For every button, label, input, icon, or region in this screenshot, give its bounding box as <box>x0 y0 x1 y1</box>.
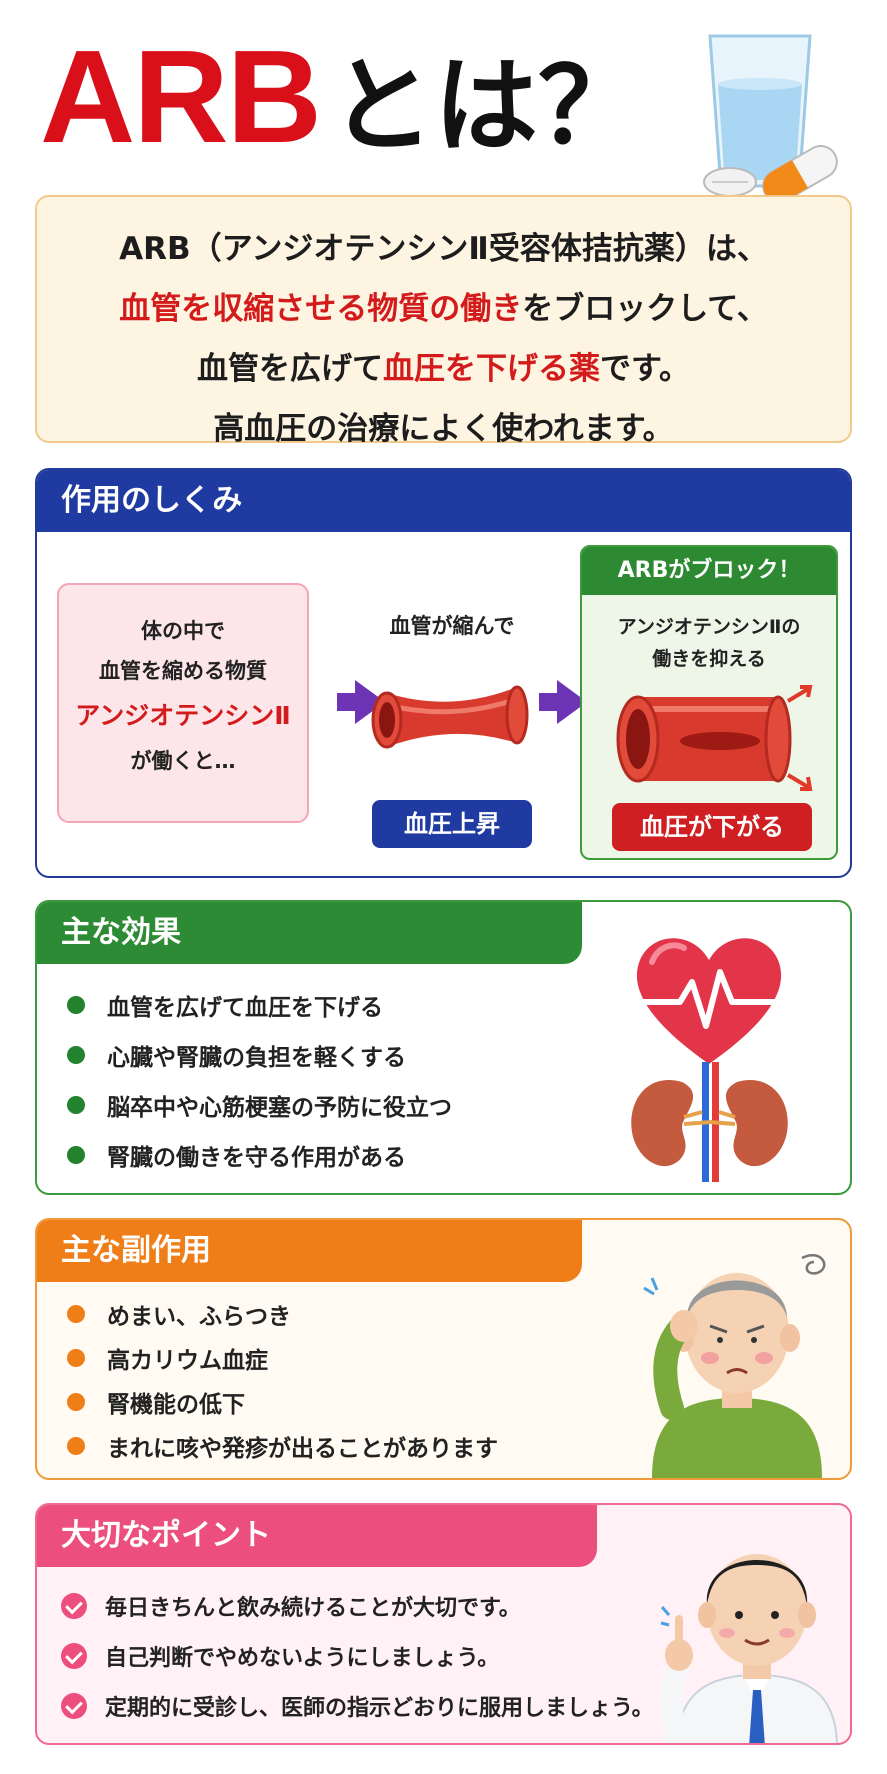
mechanism-section: 作用のしくみ 体の中で 血管を縮める物質 アンジオテンシンⅡ が働くと… 血管が… <box>35 468 852 878</box>
angiotensin-line-1: 体の中で <box>141 619 225 643</box>
arb-block-heading: ARBがブロック！ <box>582 547 836 595</box>
list-item: 自己判断でやめないようにしましょう。 <box>61 1631 654 1681</box>
list-item-text: まれに咳や発疹が出ることがあります <box>107 1436 498 1462</box>
intro-highlight-1: 血管を収縮させる物質の働き <box>119 291 523 327</box>
side-effects-section: 主な副作用 めまい、ふらつき 高カリウム血症 腎機能の低下 まれに咳や発疹が出る… <box>35 1218 852 1480</box>
list-item-text: 腎機能の低下 <box>107 1392 245 1418</box>
bullet-icon <box>67 1046 85 1064</box>
list-item-text: めまい、ふらつき <box>107 1304 291 1330</box>
list-item-text: 心臓や腎臓の負担を軽くする <box>107 1045 406 1071</box>
list-item: まれに咳や発疹が出ることがあります <box>67 1424 498 1468</box>
list-item: 腎機能の低下 <box>67 1380 498 1424</box>
list-item: 血管を広げて血圧を下げる <box>67 980 452 1030</box>
title-rest: とは？ <box>329 45 642 167</box>
list-item: 腎臓の働きを守る作用がある <box>67 1130 452 1180</box>
bp-rise-badge: 血圧上昇 <box>372 800 532 848</box>
intro-line-3-b: です。 <box>600 351 690 387</box>
points-list: 毎日きちんと飲み続けることが大切です。 自己判断でやめないようにしましょう。 定… <box>61 1581 654 1731</box>
intro-line-2-rest: をブロックして、 <box>522 291 768 327</box>
angiotensin-box: 体の中で 血管を縮める物質 アンジオテンシンⅡ が働くと… <box>57 583 309 823</box>
heart-icon <box>636 938 782 1064</box>
intro-line-1: ARB（アンジオテンシンⅡ受容体拮抗薬）は、 <box>37 219 850 279</box>
doctor-icon <box>660 1554 838 1743</box>
bullet-icon <box>67 1437 85 1455</box>
check-icon <box>61 1643 87 1669</box>
bullet-icon <box>67 1096 85 1114</box>
dizzy-elderly-man-icon <box>643 1254 826 1478</box>
bullet-icon <box>67 1305 85 1323</box>
points-section: 大切なポイント 毎日きちんと飲み続けることが大切です。 自己判断でやめないように… <box>35 1503 852 1745</box>
title-abbr: ARB <box>40 23 322 170</box>
angiotensin-line-2: 血管を縮める物質 <box>99 659 267 683</box>
bullet-icon <box>67 1146 85 1164</box>
list-item-text: 腎臓の働きを守る作用がある <box>107 1145 406 1171</box>
intro-line-3-a: 血管を広げて <box>197 351 384 387</box>
narrow-blood-vessel-icon <box>371 685 529 749</box>
list-item: 毎日きちんと飲み続けることが大切です。 <box>61 1581 654 1631</box>
list-item-text: 定期的に受診し、医師の指示どおりに服用しましょう。 <box>105 1696 654 1721</box>
intro-line-4-text: 高血圧の治療によく使われます。 <box>213 411 674 447</box>
constriction-label: 血管が縮んで <box>389 614 515 638</box>
arb-block-line-1: アンジオテンシンⅡの <box>617 616 801 638</box>
list-item: 高カリウム血症 <box>67 1336 498 1380</box>
arb-block-line-2: 働きを抑える <box>652 648 766 670</box>
intro-line-4: 高血圧の治療によく使われます。 <box>37 399 850 459</box>
water-glass-and-pills-icon <box>703 34 838 203</box>
intro-highlight-2: 血圧を下げる薬 <box>383 351 601 387</box>
list-item: 心臓や腎臓の負担を軽くする <box>67 1030 452 1080</box>
bullet-icon <box>67 1349 85 1367</box>
side-effects-heading: 主な副作用 <box>37 1220 582 1282</box>
intro-line-2: 血管を収縮させる物質の働きをブロックして、 <box>37 279 850 339</box>
intro-line-1-text: ARB（アンジオテンシンⅡ受容体拮抗薬）は、 <box>119 231 768 267</box>
page-title: ARB とは？ <box>40 22 642 172</box>
intro-line-3: 血管を広げて血圧を下げる薬です。 <box>37 339 850 399</box>
arb-block-panel: ARBがブロック！ アンジオテンシンⅡの 働きを抑える 血圧が下がる <box>580 545 838 860</box>
list-item-text: 血管を広げて血圧を下げる <box>107 995 383 1021</box>
angiotensin-highlight: アンジオテンシンⅡ <box>75 701 291 730</box>
check-icon <box>61 1593 87 1619</box>
points-heading: 大切なポイント <box>37 1505 597 1567</box>
mechanism-heading: 作用のしくみ <box>37 470 850 532</box>
angiotensin-line-4: が働くと… <box>130 749 236 773</box>
list-item: 脳卒中や心筋梗塞の予防に役立つ <box>67 1080 452 1130</box>
kidneys-icon <box>631 1062 788 1182</box>
list-item: めまい、ふらつき <box>67 1292 498 1336</box>
list-item-text: 自己判断でやめないようにしましょう。 <box>105 1646 500 1671</box>
intro-box: ARB（アンジオテンシンⅡ受容体拮抗薬）は、 血管を収縮させる物質の働きをブロッ… <box>35 195 852 447</box>
bullet-icon <box>67 996 85 1014</box>
wide-blood-vessel-icon <box>616 685 813 791</box>
list-item-text: 脳卒中や心筋梗塞の予防に役立つ <box>107 1095 452 1121</box>
effects-heading: 主な効果 <box>37 902 582 964</box>
bullet-icon <box>67 1393 85 1411</box>
side-effects-list: めまい、ふらつき 高カリウム血症 腎機能の低下 まれに咳や発疹が出ることがありま… <box>67 1292 498 1468</box>
arb-block-text: アンジオテンシンⅡの 働きを抑える <box>582 611 836 675</box>
list-item-text: 毎日きちんと飲み続けることが大切です。 <box>105 1596 521 1621</box>
list-item: 定期的に受診し、医師の指示どおりに服用しましょう。 <box>61 1681 654 1731</box>
check-icon <box>61 1693 87 1719</box>
effects-section: 主な効果 血管を広げて血圧を下げる 心臓や腎臓の負担を軽くする 脳卒中や心筋梗塞… <box>35 900 852 1195</box>
effects-list: 血管を広げて血圧を下げる 心臓や腎臓の負担を軽くする 脳卒中や心筋梗塞の予防に役… <box>67 980 452 1180</box>
bp-drop-badge: 血圧が下がる <box>612 803 812 851</box>
list-item-text: 高カリウム血症 <box>107 1348 268 1374</box>
